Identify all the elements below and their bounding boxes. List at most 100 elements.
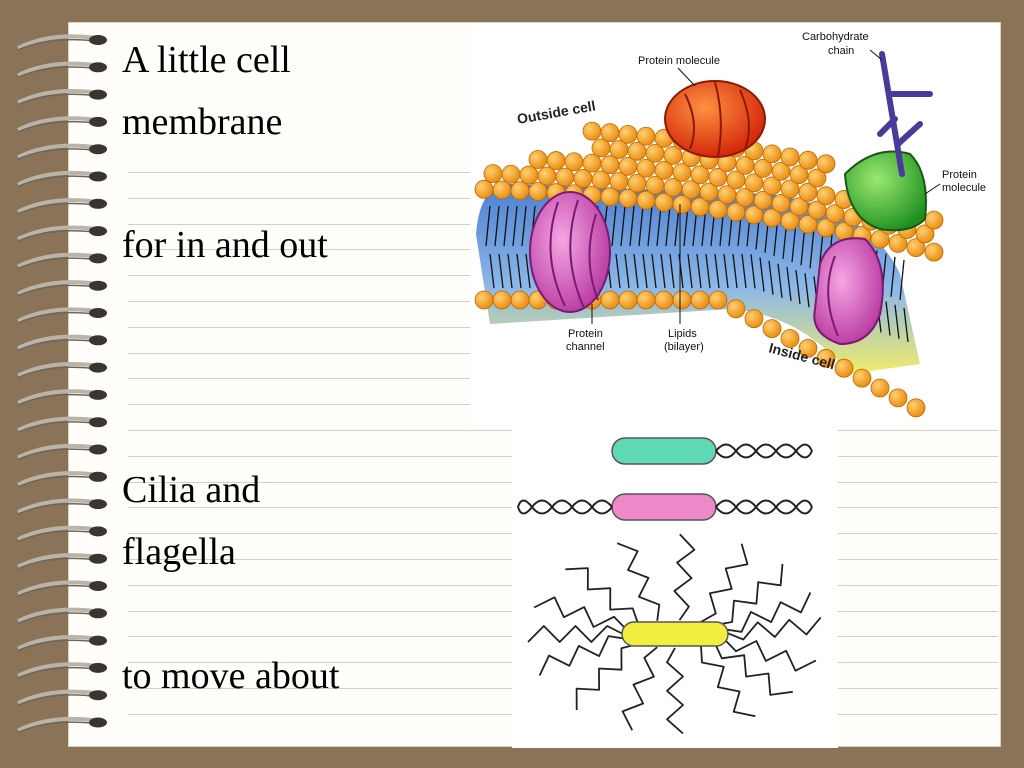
lipid-head <box>564 152 584 172</box>
heading-flagella: flagella <box>122 531 236 573</box>
lipid-tail <box>521 205 527 247</box>
lipid-tail <box>485 205 491 247</box>
lipid-tail <box>795 270 801 305</box>
lipid-tail <box>633 253 639 289</box>
lipid-head <box>582 121 602 141</box>
lipid-head <box>744 205 764 225</box>
lipid-head <box>492 290 512 310</box>
lipid-tail <box>507 253 513 289</box>
lipid-tail <box>498 253 504 289</box>
lipid-head <box>474 179 494 199</box>
spiral-ring <box>17 252 107 270</box>
lipid-tail <box>660 253 666 289</box>
lipid-head <box>780 211 800 231</box>
lipid-tail <box>809 228 815 269</box>
lipid-head <box>924 242 944 262</box>
caption-move: to move about <box>122 655 340 697</box>
lipid-tail <box>777 263 783 298</box>
lipid-head <box>726 170 746 190</box>
lipid-head <box>519 165 539 185</box>
lipid-head <box>600 290 620 310</box>
cilium <box>621 646 658 731</box>
lipid-head <box>708 290 728 310</box>
lipid-head <box>744 309 764 329</box>
carbohydrate-chain <box>877 51 933 177</box>
lipid-head <box>600 123 620 143</box>
lipid-head <box>762 176 782 196</box>
lipid-head <box>816 186 836 206</box>
lipid-tail <box>665 205 671 247</box>
lipid-tail <box>885 301 891 336</box>
lipid-head <box>825 204 845 224</box>
spiral-ring <box>17 225 107 242</box>
cilium <box>723 638 817 672</box>
lipid-head <box>789 197 809 217</box>
lipid-head <box>528 182 548 201</box>
spiral-ring <box>17 443 107 461</box>
lipid-head <box>528 150 548 169</box>
spiral-ring <box>17 689 107 706</box>
lipid-tail <box>503 205 509 247</box>
lipid-head <box>906 238 926 258</box>
lipid-head <box>780 329 800 348</box>
lipid-tail <box>525 253 531 289</box>
spiral-ring <box>17 280 107 297</box>
lipid-head <box>888 233 908 253</box>
lipid-tail <box>620 205 626 247</box>
lipid-head <box>807 200 827 220</box>
label-bilayer: (bilayer) <box>664 341 704 353</box>
cell-membrane-diagram: Carbohydrate chain Protein molecule Outs… <box>470 24 1000 424</box>
label-carbohydrate-chain: chain <box>828 45 854 57</box>
lipid-tail <box>899 259 905 300</box>
lipid-tail <box>786 266 792 302</box>
lipid-head <box>762 144 782 164</box>
leader-lines <box>591 49 941 324</box>
spiral-ring <box>17 635 107 652</box>
ciliated-cell <box>527 533 822 735</box>
spiral-ring <box>17 198 107 215</box>
lipid-head <box>870 378 890 398</box>
spiral-ring <box>17 34 107 51</box>
cilium <box>726 616 822 641</box>
lipid-head <box>798 214 818 234</box>
lipid-head <box>762 319 782 339</box>
lipid-head <box>762 208 782 228</box>
lipid-head <box>492 180 512 200</box>
cilium <box>714 563 784 626</box>
lipid-tail <box>656 205 662 247</box>
cilium <box>538 635 627 676</box>
caption-membrane: for in and out <box>122 224 328 266</box>
lipid-head <box>753 158 773 178</box>
lipid-tail <box>611 205 617 247</box>
label-carbohydrate: Carbohydrate <box>802 31 869 43</box>
spiral-ring <box>17 389 107 406</box>
protein-molecule-top <box>664 80 766 158</box>
protein-channel-left <box>529 191 611 313</box>
lipid-head <box>537 166 557 186</box>
lipid-head <box>906 398 926 418</box>
heading-line-1: A little cell <box>122 39 291 81</box>
spiral-ring <box>17 170 107 188</box>
spiral-ring <box>17 143 107 160</box>
lipid-head <box>834 358 854 378</box>
spiral-binding <box>17 34 107 734</box>
lipid-head <box>546 151 566 170</box>
protein-channel-right <box>813 237 884 346</box>
lipid-head <box>780 147 800 167</box>
spiral-ring <box>17 662 107 679</box>
label-protein-molecule-right-1: Protein <box>942 169 977 181</box>
spiral-ring <box>17 116 107 133</box>
lipid-head <box>672 290 692 310</box>
lipid-head <box>816 154 836 174</box>
label-protein-channel-2: channel <box>566 341 605 353</box>
lipid-tail <box>683 205 689 247</box>
lipid-tail <box>705 253 711 289</box>
spiral-ring <box>17 362 107 379</box>
lipid-head <box>789 165 809 185</box>
cilium <box>565 567 640 625</box>
lipid-tail <box>714 253 720 289</box>
protein-molecule-right <box>843 150 927 232</box>
cilium <box>527 625 624 643</box>
lipid-tail <box>687 253 693 289</box>
lipid-head <box>924 210 944 230</box>
